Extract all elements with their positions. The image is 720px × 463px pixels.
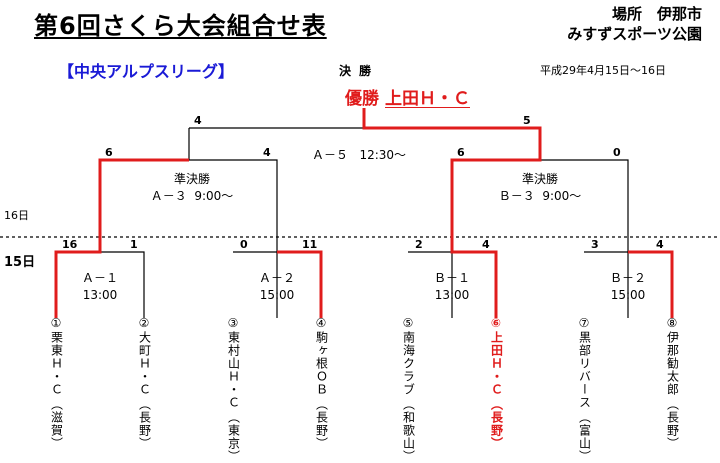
match-b2-info: Ｂ－２ 15:00 [598, 270, 658, 304]
team-prefecture: （東京） [226, 411, 241, 463]
team-prefecture: （富山） [577, 411, 592, 463]
day-label-16: 16日 [4, 209, 29, 222]
match-a2-info: Ａ－２ 15:00 [247, 270, 307, 304]
match-semi-a-label: 準決勝 [173, 172, 210, 186]
team-number: ① [50, 316, 62, 330]
venue-info: 場所 伊那市 みすずスポーツ公園 [567, 4, 702, 44]
score-final-right: 5 [523, 114, 531, 127]
team-number: ⑦ [578, 316, 590, 330]
team-number: ③ [227, 316, 239, 330]
team-number: ⑥ [490, 316, 502, 330]
team-prefecture: （長野） [314, 398, 329, 450]
score-semi-a-right: 4 [263, 146, 271, 159]
team-name: 伊那勧太郎 [665, 331, 680, 396]
score-b2-left: 3 [591, 238, 599, 251]
final-label: 決勝 [339, 64, 380, 78]
venue-line-2: みすずスポーツ公園 [567, 25, 702, 43]
score-semi-a-left: 6 [105, 146, 113, 159]
match-a1-code: Ａ－１ [81, 271, 118, 285]
score-a2-right: 11 [302, 238, 318, 251]
champion-team: 上田Ｈ・Ｃ [385, 89, 470, 109]
score-a1-left: 16 [62, 238, 78, 251]
team-2: ② 大町Ｈ・Ｃ （長野） [135, 316, 153, 451]
match-final-info: Ａ－５ 12:30～ [312, 147, 406, 164]
champion-banner: 優勝上田Ｈ・Ｃ [345, 84, 470, 109]
team-1: ① 栗東Ｈ・Ｃ （滋賀） [47, 316, 65, 451]
team-name: 大町Ｈ・Ｃ [137, 331, 152, 396]
team-8: ⑧ 伊那勧太郎 （長野） [663, 316, 681, 451]
team-name: 駒ヶ根ＯＢ [314, 331, 329, 396]
team-name: 南海クラブ [401, 331, 416, 396]
match-b1-code: Ｂ－１ [433, 271, 470, 285]
page-title: 第6回さくら大会組合せ表 [34, 12, 327, 40]
score-a2-left: 0 [240, 238, 248, 251]
team-prefecture: （滋賀） [49, 398, 64, 450]
match-semi-b-info: 準決勝 Ｂ－３ 9:00～ [490, 171, 590, 205]
venue-line-1: 場所 伊那市 [611, 5, 702, 23]
bracket-line-team2 [100, 251, 145, 318]
match-a1-time: 13:00 [82, 288, 118, 302]
team-name: 黒部リバース [577, 331, 592, 409]
winner-path-team8 [628, 250, 674, 318]
score-final-left: 4 [194, 114, 202, 127]
score-b1-left: 2 [415, 238, 423, 251]
match-b1-info: Ｂ－１ 13:00 [422, 270, 482, 304]
team-prefecture: （和歌山） [401, 398, 416, 463]
match-a2-time: 15:00 [259, 288, 295, 302]
team-prefecture: （長野） [489, 398, 504, 450]
bracket-line-semi-a-loser [189, 159, 278, 252]
team-5: ⑤ 南海クラブ （和歌山） [399, 317, 417, 463]
match-semi-a-code: Ａ－３ [150, 189, 187, 203]
match-b2-time: 15:00 [610, 288, 646, 302]
score-semi-b-right: 0 [613, 146, 621, 159]
team-4: ④ 駒ヶ根ＯＢ （長野） [312, 316, 330, 451]
team-prefecture: （長野） [137, 398, 152, 450]
score-a1-right: 1 [130, 238, 138, 251]
match-semi-b-time: 9:00～ [542, 189, 582, 203]
tournament-dates: 平成29年4月15日～16日 [540, 64, 666, 77]
score-b1-right: 4 [482, 238, 490, 251]
day-label-15: 15日 [4, 255, 36, 270]
team-number: ② [138, 316, 150, 330]
team-number: ④ [315, 316, 327, 330]
score-semi-b-left: 6 [457, 146, 465, 159]
team-6: ⑥ 上田Ｈ・Ｃ （長野） [487, 316, 505, 451]
bracket-line-semi-b-loser [540, 159, 629, 252]
team-3: ③ 東村山Ｈ・Ｃ （東京） [224, 317, 242, 463]
bracket-lines [0, 108, 720, 318]
league-name: 【中央アルプスリーグ】 [58, 62, 234, 81]
winner-path-team1 [54, 158, 189, 318]
team-prefecture: （長野） [665, 398, 680, 450]
winner-path-team4 [277, 250, 323, 318]
match-b2-code: Ｂ－２ [609, 271, 646, 285]
team-7: ⑦ 黒部リバース （富山） [575, 317, 593, 463]
team-number: ⑧ [666, 316, 678, 330]
match-semi-a-info: 準決勝 Ａ－３ 9:00～ [142, 171, 242, 205]
match-a2-code: Ａ－２ [258, 271, 295, 285]
match-semi-b-label: 準決勝 [521, 172, 558, 186]
team-name: 東村山Ｈ・Ｃ [226, 331, 241, 409]
team-number: ⑤ [402, 316, 414, 330]
match-b1-time: 13:00 [434, 288, 470, 302]
match-a1-info: Ａ－１ 13:00 [70, 270, 130, 304]
match-final-code: Ａ－５ [312, 148, 349, 162]
match-semi-b-code: Ｂ－３ [498, 189, 535, 203]
champion-label: 優勝 [345, 89, 379, 109]
team-name: 栗東Ｈ・Ｃ [49, 331, 64, 396]
team-name: 上田Ｈ・Ｃ [489, 331, 504, 396]
winner-path-team6 [362, 108, 542, 318]
match-final-time: 12:30～ [359, 148, 407, 162]
score-b2-right: 4 [656, 238, 664, 251]
match-semi-a-time: 9:00～ [194, 189, 234, 203]
